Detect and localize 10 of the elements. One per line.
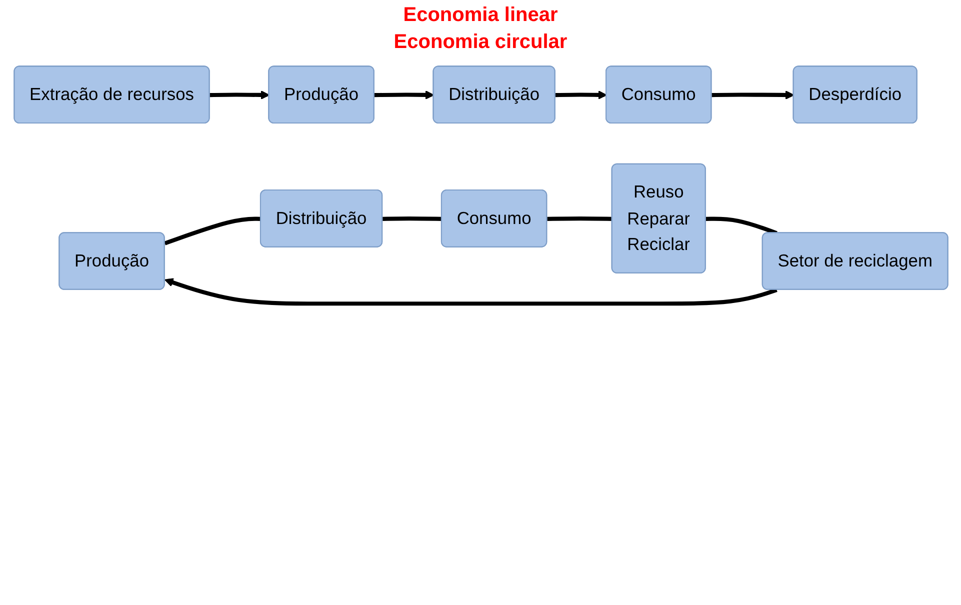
diagram-title: Economia linear	[402, 4, 559, 27]
section-heading: Economia circular	[392, 31, 568, 54]
arrow	[374, 90, 434, 100]
arrow	[711, 90, 794, 100]
arrow	[554, 90, 606, 100]
connector	[546, 216, 612, 221]
connector	[382, 216, 442, 221]
connector	[164, 216, 261, 246]
arrow	[209, 90, 270, 100]
arrow	[164, 278, 777, 306]
